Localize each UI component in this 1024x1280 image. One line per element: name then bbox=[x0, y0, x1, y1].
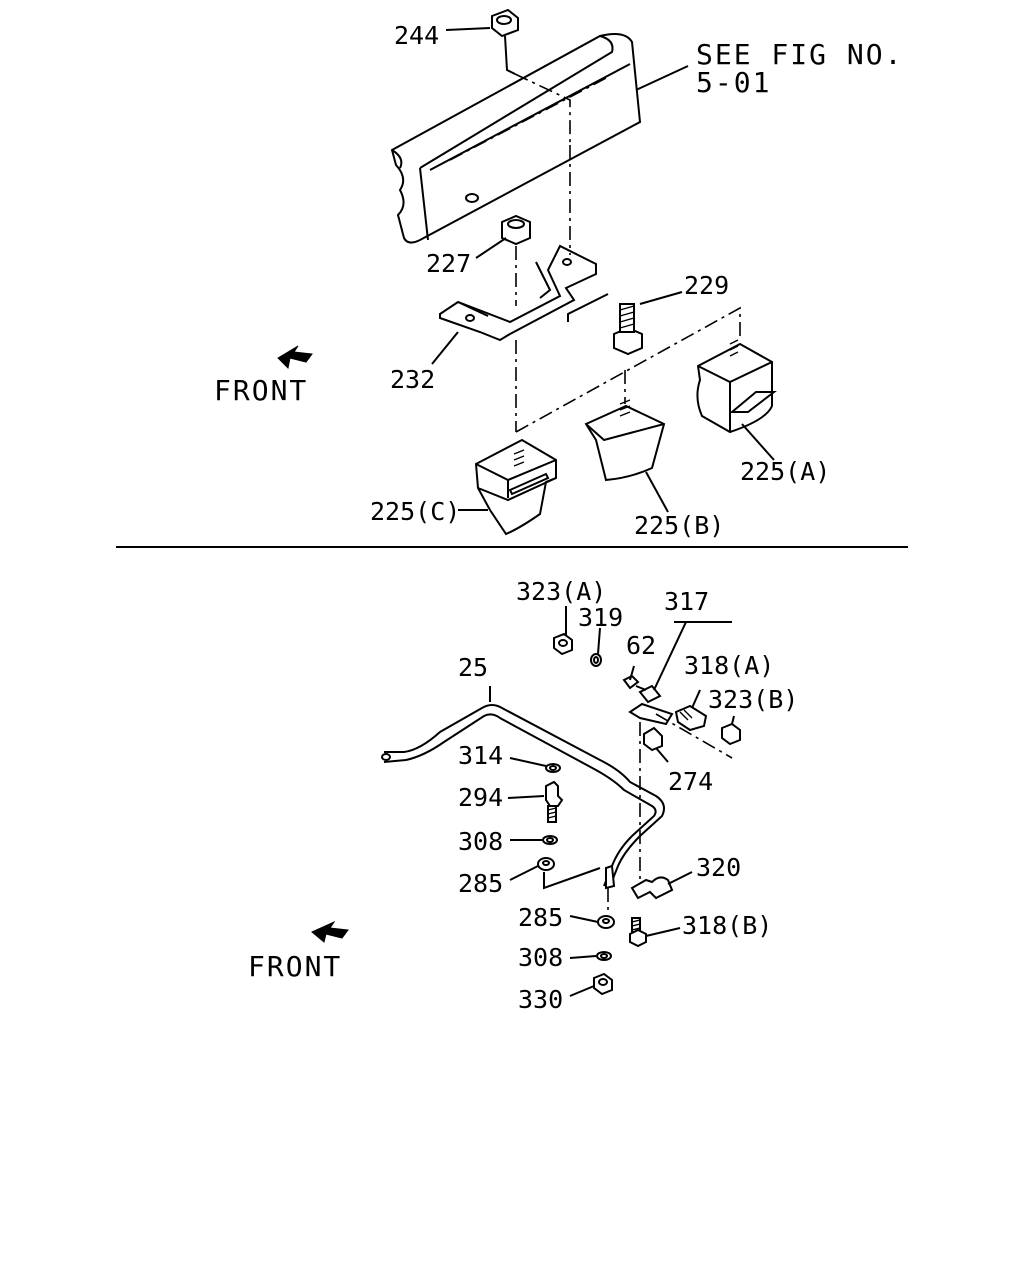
front-arrow-icon bbox=[277, 345, 313, 370]
label-320: 320 bbox=[696, 853, 741, 882]
bracket-232 bbox=[439, 145, 609, 432]
direction-label-upper: FRONT bbox=[214, 374, 308, 407]
nut-244 bbox=[491, 8, 571, 145]
bolt-318b bbox=[629, 917, 647, 948]
label-323b: 323(B) bbox=[708, 685, 798, 714]
leader-227 bbox=[475, 237, 507, 259]
label-25: 25 bbox=[458, 653, 488, 682]
leader-285-upper bbox=[509, 865, 539, 881]
washer-308-upper bbox=[542, 835, 558, 845]
label-62: 62 bbox=[626, 631, 656, 660]
leader-308-lower bbox=[569, 955, 597, 959]
bush-285-upper bbox=[537, 857, 601, 890]
label-225c: 225(C) bbox=[370, 497, 460, 526]
leader-232 bbox=[431, 331, 459, 365]
label-314: 314 bbox=[458, 741, 503, 770]
link-end bbox=[605, 864, 616, 890]
direction-label-lower: FRONT bbox=[248, 950, 342, 983]
upper-view: 244 SEE FIG NO. 5-01 227 229 232 FRONT 2… bbox=[214, 8, 903, 540]
leader-229 bbox=[639, 291, 683, 305]
washer-314 bbox=[545, 763, 561, 773]
leader-317-bracket bbox=[653, 621, 688, 691]
leader-244 bbox=[445, 27, 491, 31]
frame-rail bbox=[390, 33, 642, 244]
leader-294 bbox=[507, 795, 545, 799]
label-308-lower: 308 bbox=[518, 943, 563, 972]
link-317 bbox=[622, 674, 733, 888]
nut-227 bbox=[501, 214, 531, 306]
rubber-225b bbox=[584, 399, 666, 482]
leader-285-lower bbox=[569, 915, 599, 923]
leader-314 bbox=[509, 757, 547, 767]
nut-330 bbox=[593, 972, 613, 996]
leader-318b bbox=[645, 927, 681, 937]
leader-225a bbox=[741, 423, 775, 461]
nut-323b bbox=[721, 722, 741, 746]
washer-319 bbox=[590, 653, 602, 667]
leader-see-fig bbox=[635, 65, 689, 91]
label-294: 294 bbox=[458, 783, 503, 812]
label-323a: 323(A) bbox=[516, 577, 606, 606]
label-319: 319 bbox=[578, 603, 623, 632]
label-318a: 318(A) bbox=[684, 651, 774, 680]
label-308-upper: 308 bbox=[458, 827, 503, 856]
rubber-225c bbox=[474, 438, 557, 536]
stud-294 bbox=[545, 780, 564, 823]
label-232: 232 bbox=[390, 365, 435, 394]
leader-320 bbox=[667, 871, 693, 885]
label-225a: 225(A) bbox=[740, 457, 830, 486]
label-285-lower: 285 bbox=[518, 903, 563, 932]
stabilizer-bar-25 bbox=[381, 704, 665, 887]
leader-319 bbox=[597, 627, 601, 655]
leader-323b bbox=[731, 715, 735, 725]
washer-308-lower bbox=[596, 951, 612, 961]
label-285-upper: 285 bbox=[458, 869, 503, 898]
bolt-318a bbox=[674, 704, 708, 732]
clamp-320 bbox=[630, 876, 674, 900]
bushing-274 bbox=[643, 726, 663, 752]
label-229: 229 bbox=[684, 271, 729, 300]
reference-note-line2: 5-01 bbox=[696, 66, 771, 99]
nut-323a bbox=[553, 632, 573, 656]
label-227: 227 bbox=[426, 249, 471, 278]
leader-330 bbox=[569, 985, 595, 997]
leader-dash-a bbox=[515, 306, 741, 433]
front-arrow-icon-lower bbox=[311, 920, 349, 943]
leader-318a bbox=[691, 689, 701, 709]
label-318b: 318(B) bbox=[682, 911, 772, 940]
label-244: 244 bbox=[394, 21, 439, 50]
leader-225b bbox=[645, 471, 669, 513]
bolt-229 bbox=[613, 303, 643, 356]
rubber-225a bbox=[696, 339, 777, 434]
lower-view: 323(A) 319 317 62 318(A) 25 323(B) 314 2… bbox=[248, 577, 798, 1014]
leader-62 bbox=[629, 665, 635, 681]
label-330: 330 bbox=[518, 985, 563, 1014]
reference-note-line1: SEE FIG NO. bbox=[696, 38, 903, 71]
leader-274 bbox=[655, 747, 669, 763]
label-274: 274 bbox=[668, 767, 713, 796]
label-317: 317 bbox=[664, 587, 709, 616]
label-225b: 225(B) bbox=[634, 511, 724, 540]
bush-285-lower bbox=[597, 915, 615, 929]
